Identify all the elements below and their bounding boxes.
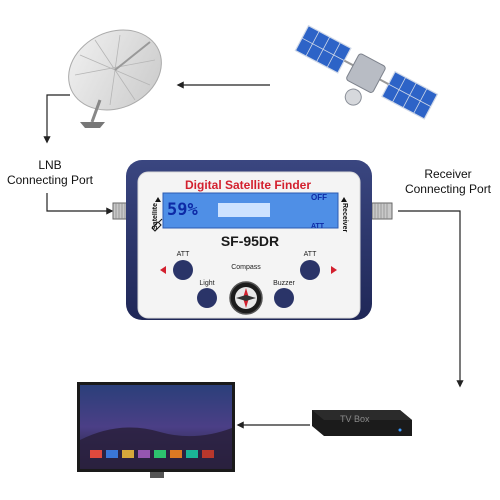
att-left-button[interactable]: [173, 260, 193, 280]
lcd-percent: 59%: [167, 200, 198, 220]
arrow-dish-to-lnb: [43, 94, 70, 144]
side-satellite-label: Satellite: [152, 203, 159, 230]
light-label: Light: [199, 280, 215, 287]
compass-label: Compass: [231, 264, 261, 271]
arrow-lnb-to-finder: [46, 193, 114, 215]
light-button[interactable]: [197, 288, 217, 308]
tv-box-label: TV Box: [340, 414, 370, 424]
receiver-connector-icon: [371, 202, 393, 220]
att-right-label: ATT: [303, 251, 317, 258]
satellite-dish-icon: [68, 29, 162, 128]
side-satellite-icon: [151, 218, 163, 232]
signal-bar: [218, 203, 270, 217]
lnb-port-label: LNB Connecting Port: [6, 158, 94, 187]
lcd-att-indicator: ATT: [311, 223, 325, 230]
right-arrow-icon: [331, 266, 337, 274]
receiver-up-arrow-icon: [341, 197, 347, 202]
left-arrow-icon: [160, 266, 166, 274]
buzzer-label: Buzzer: [273, 280, 295, 287]
tv-box-icon: [312, 410, 412, 436]
television-icon: [77, 382, 235, 478]
att-right-button[interactable]: [300, 260, 320, 280]
satellite-icon: [294, 24, 439, 120]
lnb-connector-icon: [112, 202, 128, 220]
receiver-port-label: Receiver Connecting Port: [404, 167, 492, 196]
compass-icon: [229, 281, 263, 315]
satellite-finder-device: [126, 160, 372, 320]
lcd-off-indicator: OFF: [311, 193, 327, 202]
satellite-up-arrow-icon: [155, 197, 161, 202]
side-receiver-label: Receiver: [341, 203, 348, 233]
buzzer-button[interactable]: [274, 288, 294, 308]
arrow-finder-to-receiver: [398, 210, 464, 388]
att-left-label: ATT: [176, 251, 190, 258]
device-title: Digital Satellite Finder: [184, 178, 312, 192]
device-model: SF-95DR: [220, 233, 280, 249]
